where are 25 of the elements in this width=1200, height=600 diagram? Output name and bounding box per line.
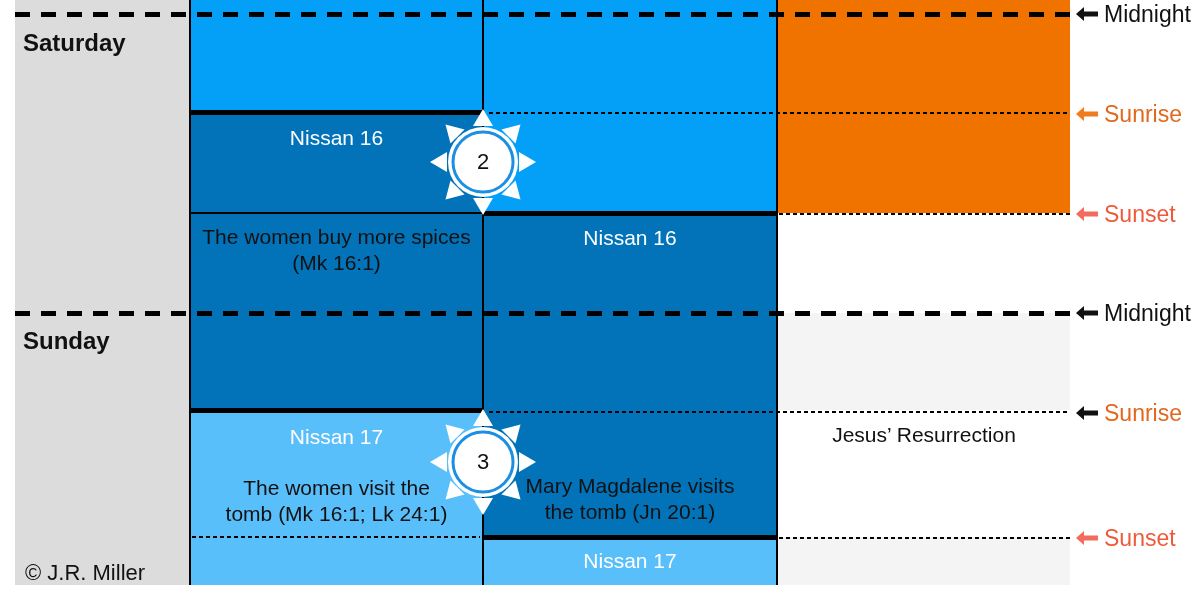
time-block bbox=[777, 0, 1070, 213]
day-label: Sunday bbox=[23, 327, 110, 355]
event-text: The women visit the tomb (Mk 16:1; Lk 24:1) bbox=[224, 475, 449, 527]
date-label: Nissan 17 bbox=[583, 548, 677, 574]
date-label: Nissan 16 bbox=[289, 125, 384, 151]
time-label: Sunset bbox=[1104, 201, 1176, 227]
step-number: 3 bbox=[476, 449, 490, 475]
date-label: Nissan 17 bbox=[289, 424, 384, 450]
day-label: Saturday bbox=[23, 29, 126, 57]
time-label: Midnight bbox=[1104, 1, 1191, 27]
time-label: Sunrise bbox=[1104, 101, 1182, 127]
event-text: Mary Magdalene visits the tomb (Jn 20:1) bbox=[524, 473, 736, 525]
time-label: Midnight bbox=[1104, 300, 1191, 326]
time-block bbox=[777, 313, 1070, 410]
date-label: Nissan 16 bbox=[583, 225, 677, 251]
event-text: Jesus’ Resurrection bbox=[832, 422, 1016, 448]
step-number: 2 bbox=[476, 149, 490, 175]
time-block bbox=[777, 537, 1070, 585]
time-label: Sunrise bbox=[1104, 400, 1182, 426]
time-block bbox=[483, 537, 777, 585]
time-label: Sunset bbox=[1104, 525, 1176, 551]
time-block bbox=[190, 0, 483, 112]
event-text: The women buy more spices (Mk 16:1) bbox=[201, 224, 472, 276]
copyright-note: © J.R. Miller bbox=[25, 560, 146, 586]
time-block bbox=[190, 213, 483, 410]
